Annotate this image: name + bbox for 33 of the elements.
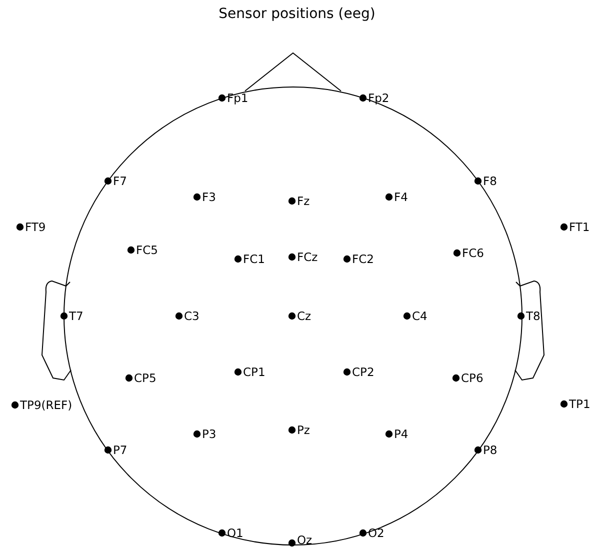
sensor-label: FT1 [569,220,590,234]
sensor-label: T7 [69,309,84,323]
sensor-label: CP6 [461,371,484,385]
sensor-label: FCz [297,250,318,264]
sensor-label: TP9(REF) [20,398,72,412]
sensor-label: Fz [297,194,310,208]
sensor-label: Oz [297,533,312,547]
sensor-label: Pz [297,423,310,437]
sensor-label: F3 [202,190,216,204]
sensor-label: F8 [483,174,497,188]
chart-title: Sensor positions (eeg) [218,6,376,22]
sensor-label: O2 [368,526,384,540]
sensor-label: P8 [483,443,498,457]
sensor-label: FC1 [243,252,265,266]
sensor-label: Cz [297,309,312,323]
sensor-label: FC6 [462,246,484,260]
sensor-label: Fp2 [368,91,390,105]
sensor-label: FC5 [136,243,158,257]
sensor-label: C3 [184,309,200,323]
sensor-label: P3 [202,427,216,441]
sensor-label: TP1 [569,397,590,411]
sensor-label: CP2 [352,365,374,379]
sensor-label: FT9 [25,220,46,234]
sensor-label: P4 [394,427,408,441]
sensor-label: C4 [412,309,428,323]
sensor-label: CP5 [134,371,156,385]
sensor-label: F7 [113,174,127,188]
sensor-label: T8 [526,309,540,323]
sensor-label: Fp1 [227,91,248,105]
sensor-label: F4 [394,190,408,204]
sensor-label: P7 [113,443,128,457]
sensor-label: CP1 [243,365,266,379]
sensor-label: FC2 [352,252,374,266]
